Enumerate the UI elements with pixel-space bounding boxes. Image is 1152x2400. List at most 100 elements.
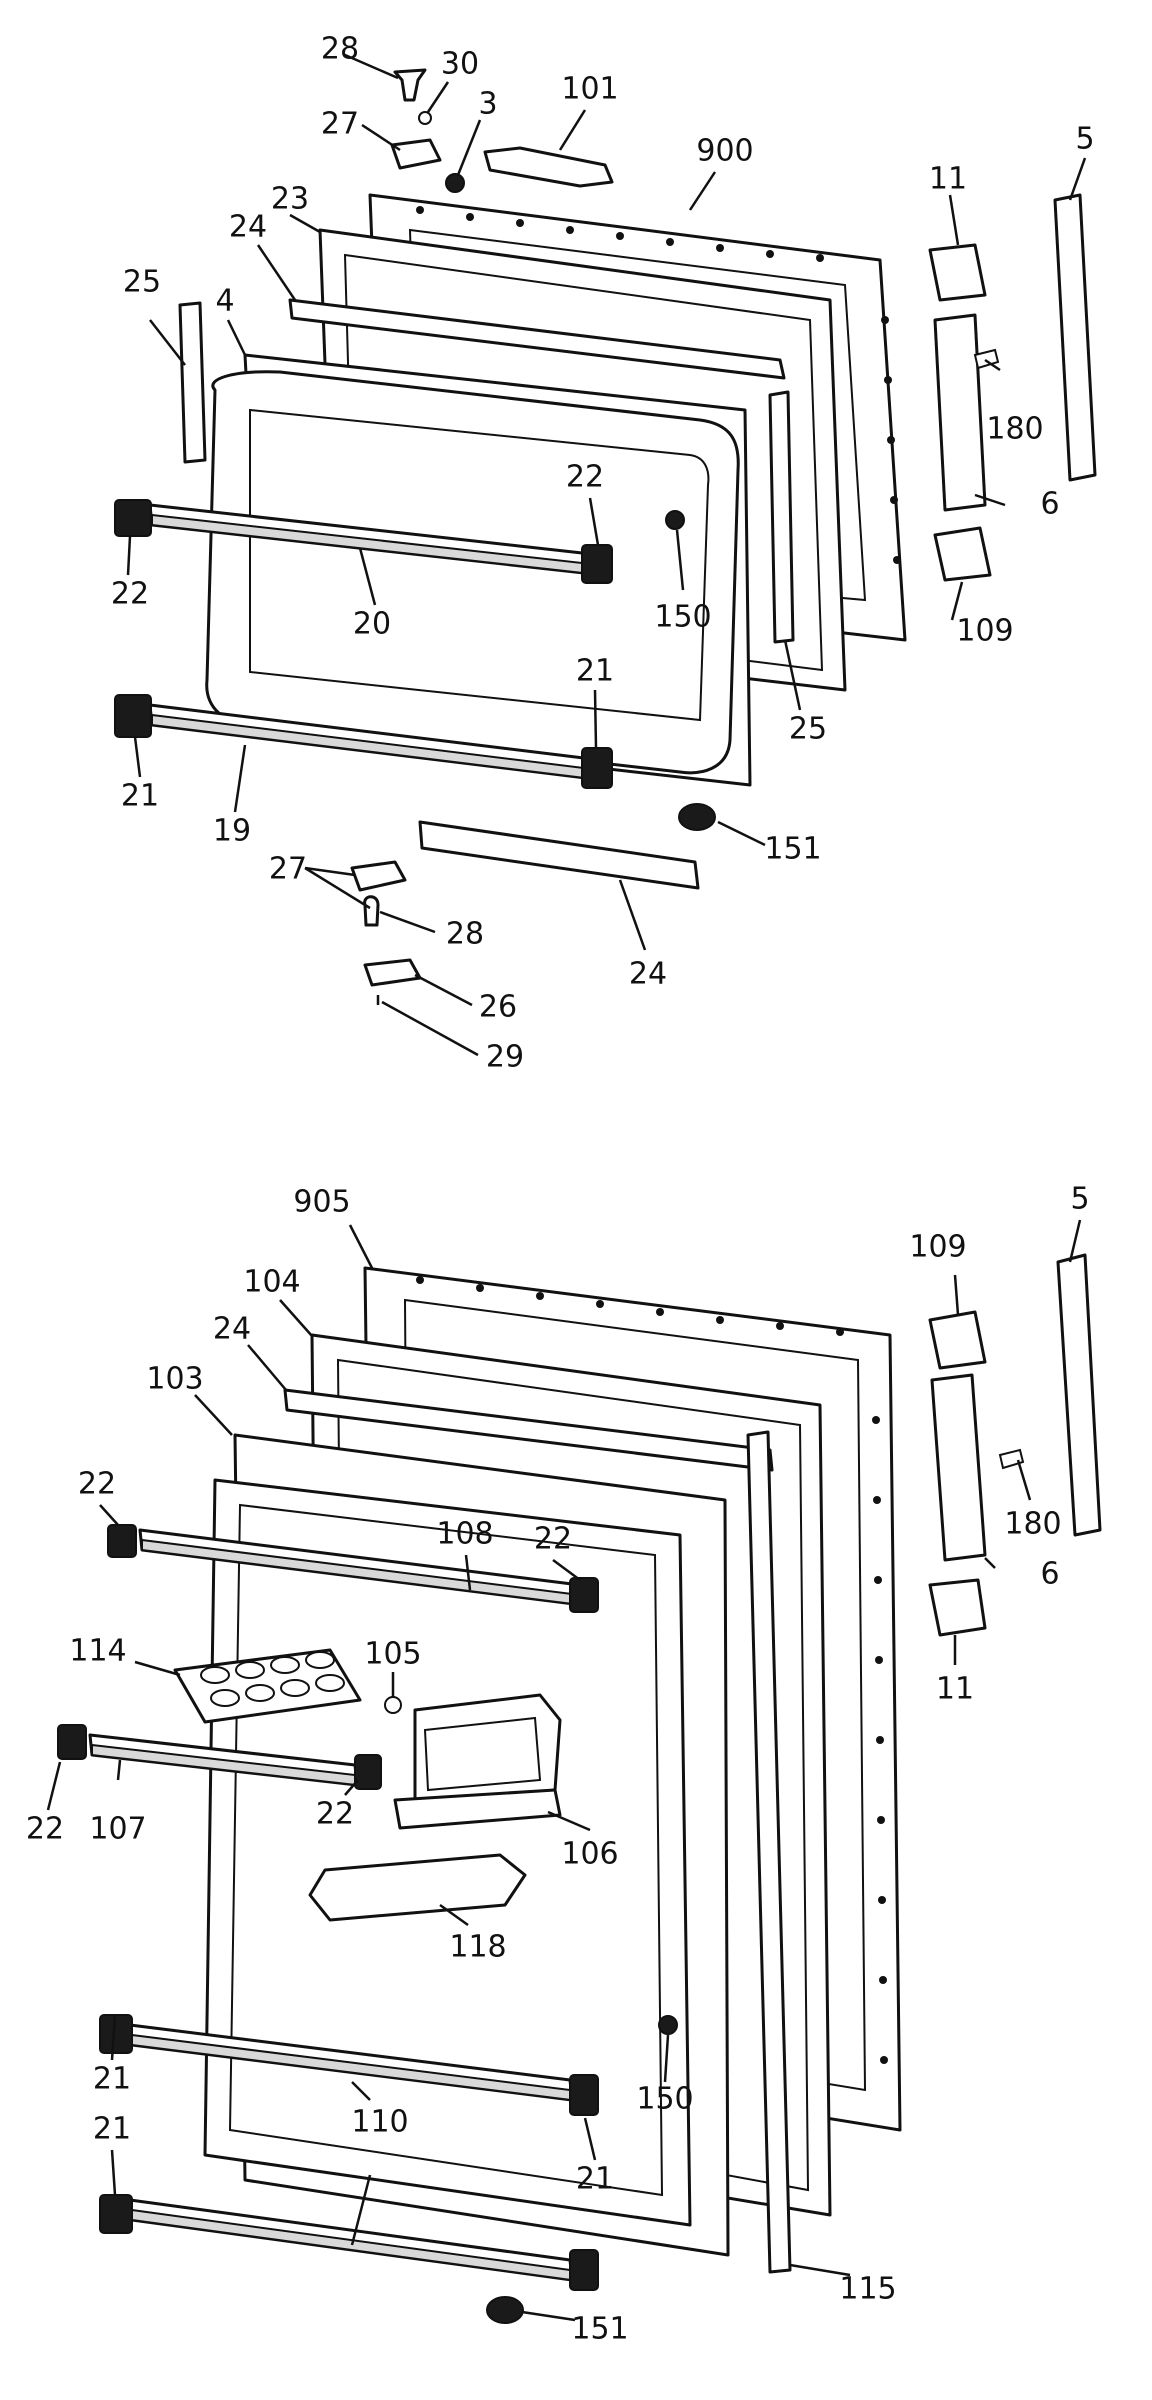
- tray-118: [308, 1853, 527, 1922]
- door-trim-115: [746, 1430, 792, 2274]
- callout-11: 11: [936, 1672, 974, 1707]
- plug-151-lower: [486, 2296, 524, 2324]
- callout-21: 21: [576, 2162, 614, 2197]
- callout-22: 22: [534, 1522, 572, 1557]
- callout-25: 25: [123, 265, 161, 300]
- callout-105: 105: [364, 1637, 421, 1672]
- lower-callouts: 905 109 5 104 24 103 180 22 108 22 6 105…: [26, 1182, 1090, 2347]
- callout-24: 24: [229, 210, 267, 245]
- callout-180: 180: [986, 412, 1043, 447]
- callout-30: 30: [441, 47, 479, 82]
- plug-151-upper: [678, 803, 716, 831]
- shelf-bracket-22-mid-left: [57, 1724, 87, 1760]
- shelf-bracket-21-right: [581, 747, 613, 789]
- hinge-cap-27-top: [390, 138, 442, 170]
- shelf-bracket-22-left: [114, 499, 152, 537]
- callout-21: 21: [93, 2062, 131, 2097]
- callout-27: 27: [269, 852, 307, 887]
- door-trim-25-left: [178, 301, 207, 464]
- callout-103: 103: [146, 1362, 203, 1397]
- callout-900: 900: [696, 134, 753, 169]
- panel-screw-holes-lower: [416, 1276, 888, 2064]
- callout-151: 151: [571, 2312, 628, 2347]
- upper-door-assembly: [114, 68, 1097, 1005]
- gasket-retainer-strip-24-lower: [283, 1388, 774, 1472]
- callout-107: 107: [89, 1812, 146, 1847]
- callout-118: 118: [449, 1930, 506, 1965]
- shelf-bracket-22-mid-right: [354, 1754, 382, 1790]
- bushing-3: [445, 173, 465, 193]
- callout-108: 108: [436, 1517, 493, 1552]
- callout-21: 21: [121, 779, 159, 814]
- callout-109: 109: [909, 1230, 966, 1265]
- egg-tray-114: [173, 1648, 362, 1724]
- dairy-bin-106: [393, 1693, 562, 1830]
- handle-end-cap-109-upper: [933, 526, 992, 582]
- shelf-bracket-22-upper-left: [107, 1524, 137, 1558]
- upper-callouts: 28 30 27 3 101 900 11 5 23 24 25 4 180 2…: [111, 32, 1095, 1075]
- door-handle-trim-5-upper: [1053, 193, 1097, 482]
- callout-21: 21: [93, 2112, 131, 2147]
- callout-3: 3: [478, 87, 497, 122]
- callout-115: 115: [839, 2272, 896, 2307]
- shelf-bracket-21-upper-right: [569, 2074, 599, 2116]
- shelf-bracket-21-lower-right: [569, 2249, 599, 2291]
- hinge-plate-26: [363, 958, 422, 987]
- callout-109: 109: [956, 614, 1013, 649]
- door-handle-trim-5-lower: [1056, 1253, 1102, 1537]
- callout-104: 104: [243, 1265, 300, 1300]
- callout-905: 905: [293, 1185, 350, 1220]
- handle-end-cap-109-lower: [928, 1310, 987, 1370]
- callout-21: 21: [576, 654, 614, 689]
- gasket-retainer-strip-24-bottom: [418, 820, 700, 890]
- callout-25: 25: [789, 712, 827, 747]
- screw-150-lower: [658, 2015, 678, 2035]
- lower-leader-lines: [46, 1219, 1082, 2322]
- callout-28: 28: [321, 32, 359, 67]
- screw-105: [384, 1696, 402, 1714]
- washer-30: [418, 111, 432, 125]
- callout-4: 4: [215, 284, 234, 319]
- shelf-bracket-21-lower-left: [99, 2194, 133, 2234]
- hinge-pin-28-bottom: [363, 895, 380, 927]
- callout-5: 5: [1075, 122, 1094, 157]
- callout-151: 151: [764, 832, 821, 867]
- handle-end-cap-11-lower: [928, 1578, 987, 1637]
- shelf-bracket-22-upper-right: [569, 1577, 599, 1613]
- callout-29: 29: [486, 1040, 524, 1075]
- handle-101: [483, 146, 614, 188]
- shelf-bracket-22-right: [581, 544, 613, 584]
- inner-door-liner-4: [205, 353, 752, 787]
- upper-leader-lines: [126, 53, 1087, 1057]
- callout-6: 6: [1040, 1557, 1059, 1592]
- callout-110: 110: [351, 2105, 408, 2140]
- handle-6-lower: [930, 1373, 987, 1562]
- hinge-pin-28-top: [393, 68, 427, 102]
- callout-6: 6: [1040, 487, 1059, 522]
- handle-6-upper: [933, 313, 987, 512]
- callout-22: 22: [566, 460, 604, 495]
- callout-24: 24: [629, 957, 667, 992]
- panel-screw-holes: [416, 206, 901, 564]
- callout-20: 20: [353, 607, 391, 642]
- callout-24: 24: [213, 1312, 251, 1347]
- callout-11: 11: [929, 162, 967, 197]
- shelf-bracket-21-upper-left: [99, 2014, 133, 2054]
- callout-28: 28: [446, 917, 484, 952]
- callout-22: 22: [111, 577, 149, 612]
- gasket-retainer-strip-24-top: [288, 298, 786, 380]
- shelf-bracket-21-left: [114, 694, 152, 738]
- callout-180: 180: [1004, 1507, 1061, 1542]
- hinge-cap-27-bottom: [350, 860, 407, 892]
- handle-end-cap-11-upper: [928, 243, 987, 302]
- callout-27: 27: [321, 107, 359, 142]
- callout-150: 150: [636, 2082, 693, 2117]
- callout-150: 150: [654, 600, 711, 635]
- door-trim-25-right: [768, 390, 795, 644]
- screw-150-upper: [665, 510, 685, 530]
- callout-101: 101: [561, 72, 618, 107]
- screw-180-lower: [998, 1448, 1025, 1470]
- callout-114: 114: [69, 1634, 126, 1669]
- callout-22: 22: [316, 1797, 354, 1832]
